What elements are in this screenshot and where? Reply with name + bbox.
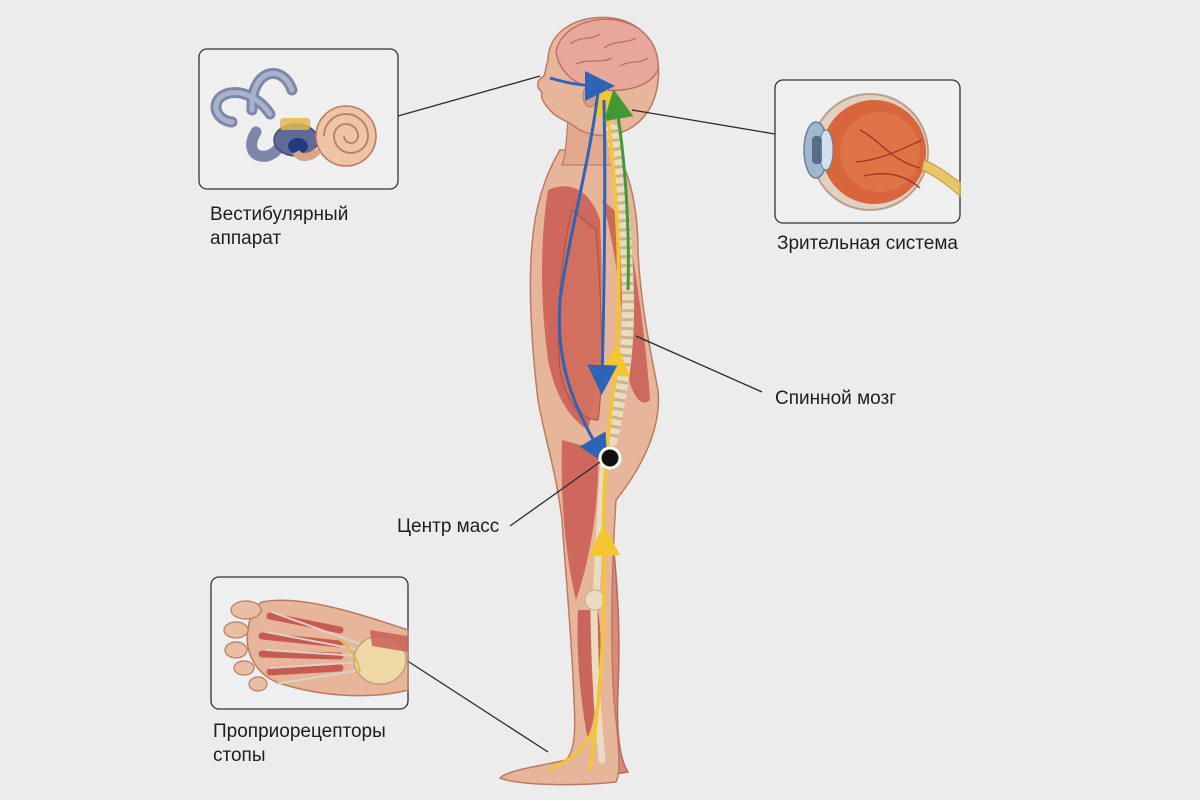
nerve-path-blue-ear — [549, 70, 615, 101]
inset-vestibular — [198, 48, 399, 190]
eye-icon — [803, 93, 961, 211]
nerve-path-yellow — [588, 84, 631, 771]
label-foot-proprioceptors: Проприорецепторы стопы — [213, 721, 386, 766]
nerve-pathways — [547, 70, 634, 772]
cochlea-icon — [292, 105, 377, 167]
leader-line-foot — [405, 659, 549, 753]
nerve-path-blue-1 — [557, 91, 608, 465]
center-of-mass-marker — [598, 446, 622, 470]
leader-lines — [397, 75, 776, 753]
label-visual-system: Зрительная система — [777, 233, 958, 254]
leader-line-spinal — [635, 335, 763, 393]
leader-line-com — [509, 461, 601, 527]
foot-sole-icon — [223, 599, 409, 697]
label-vestibular: Вестибулярный аппарат — [210, 204, 349, 249]
inset-foot — [210, 576, 409, 710]
leader-line-visual — [631, 109, 776, 135]
nerve-path-green — [603, 89, 634, 291]
human-figure — [498, 16, 660, 786]
label-center-of-mass: Центр масс — [397, 516, 500, 537]
nerve-path-blue-2 — [587, 99, 618, 395]
inset-eye — [774, 79, 961, 224]
leader-line-vestibular — [397, 75, 541, 117]
label-spinal-cord: Спинной мозг — [775, 388, 897, 409]
